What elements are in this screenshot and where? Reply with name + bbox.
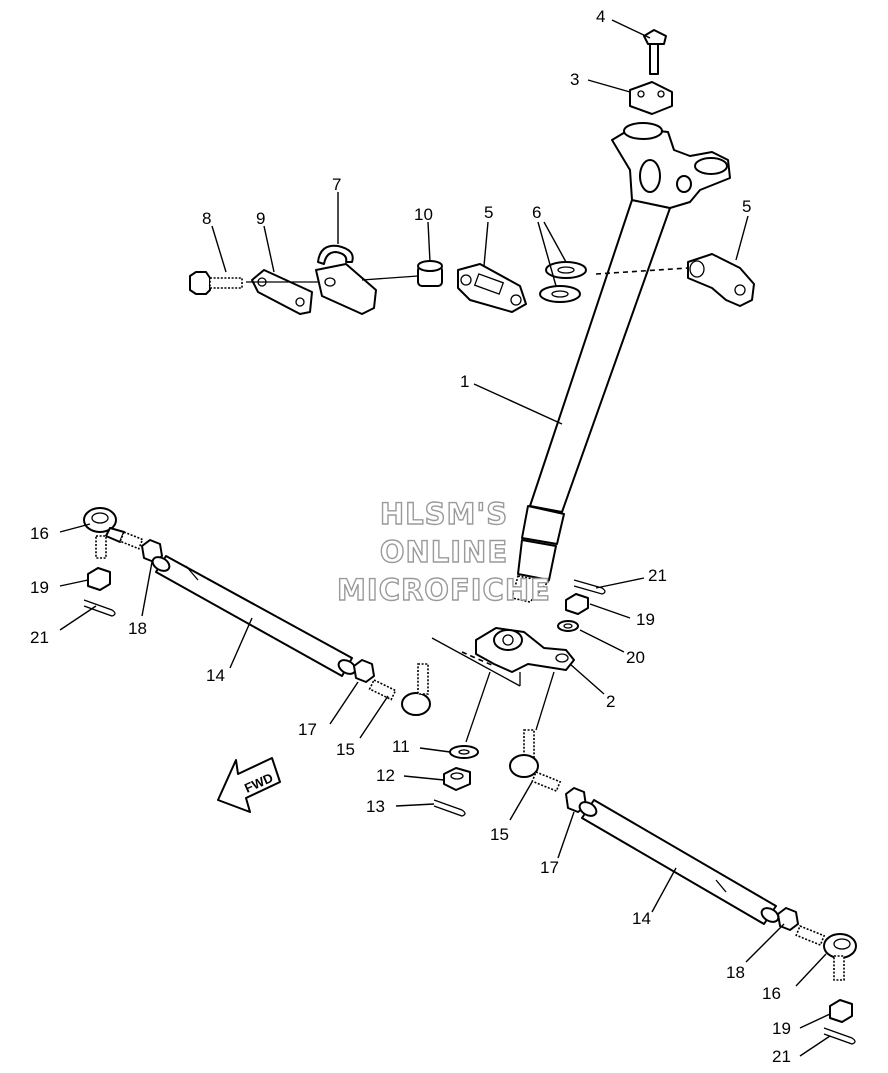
callout-17-right: 17 [540, 858, 559, 877]
callout-20: 20 [626, 648, 645, 667]
tie-rod-14-left [151, 555, 357, 677]
lock-washer-9 [251, 269, 313, 315]
callout-4: 4 [596, 7, 605, 26]
callout-18-right: 18 [726, 963, 745, 982]
holder-5-right [687, 253, 755, 307]
lock-nut-17-left [353, 659, 375, 683]
callout-5-right: 5 [742, 197, 751, 216]
callout-16-right: 16 [762, 984, 781, 1003]
callout-6: 6 [532, 203, 541, 222]
tie-rod-end-15-right [509, 729, 562, 793]
callout-14-left: 14 [206, 666, 225, 685]
callout-1: 1 [460, 372, 469, 391]
cotter-pin-21-left [83, 599, 116, 617]
bolt-8 [189, 271, 243, 295]
callout-19-center: 19 [636, 610, 655, 629]
cotter-pin-21-center [573, 579, 606, 595]
callout-7: 7 [332, 175, 341, 194]
nut-19-right [829, 999, 853, 1023]
callout-11: 11 [392, 737, 410, 756]
leader-lines [59, 19, 831, 1057]
washer-20 [557, 620, 579, 632]
cotter-clip-7 [315, 244, 377, 315]
tie-rod-end-16-right [795, 924, 857, 981]
callout-15-left: 15 [336, 740, 355, 759]
callout-16-left: 16 [30, 524, 49, 543]
watermark-line-2: ONLINE [380, 535, 508, 569]
bolt-top [643, 29, 667, 75]
callout-12: 12 [376, 766, 395, 785]
callout-19-left: 19 [30, 578, 49, 597]
nut-19-left [87, 567, 111, 591]
callout-19-right: 19 [772, 1019, 791, 1038]
callout-17-left: 17 [298, 720, 317, 739]
callout-15-right: 15 [490, 825, 509, 844]
callout-3: 3 [570, 70, 579, 89]
steering-shaft [511, 122, 731, 603]
callout-13: 13 [366, 797, 385, 816]
callout-21-right: 21 [772, 1047, 791, 1066]
forward-arrow: FWD [217, 757, 281, 813]
callout-numbers: 4 3 7 8 9 10 5 6 5 1 16 19 21 18 14 17 1… [30, 7, 791, 1066]
washer-11 [449, 745, 479, 759]
callout-10: 10 [414, 205, 433, 224]
watermark: HLSM'S ONLINE MICROFICHE [336, 496, 551, 607]
washers-6 [539, 261, 587, 303]
tie-rod-14-right [578, 799, 780, 925]
callout-18-left: 18 [128, 619, 147, 638]
watermark-line-3: MICROFICHE [337, 573, 551, 607]
alignment-lines-arm [431, 637, 555, 743]
tie-rod-end-15-left [368, 663, 431, 716]
nut-12 [443, 767, 471, 791]
plate-5-left [457, 263, 527, 313]
pitman-arm [475, 627, 575, 673]
collar-10 [417, 260, 443, 287]
cotter-pin-21-right [823, 1027, 856, 1045]
cotter-pin-13 [433, 799, 466, 817]
nut-19-center [565, 593, 589, 615]
callout-2: 2 [606, 692, 615, 711]
watermark-line-1: HLSM'S [380, 497, 508, 531]
callout-21-left: 21 [30, 628, 49, 647]
callout-14-right: 14 [632, 909, 651, 928]
callout-5-left: 5 [484, 203, 493, 222]
callout-9: 9 [256, 209, 265, 228]
callout-21-center: 21 [648, 566, 667, 585]
alignment-lines-upper [246, 267, 689, 283]
tie-rod-end-16-left [83, 507, 144, 559]
callout-8: 8 [202, 209, 211, 228]
steering-holder-upper [629, 81, 673, 115]
